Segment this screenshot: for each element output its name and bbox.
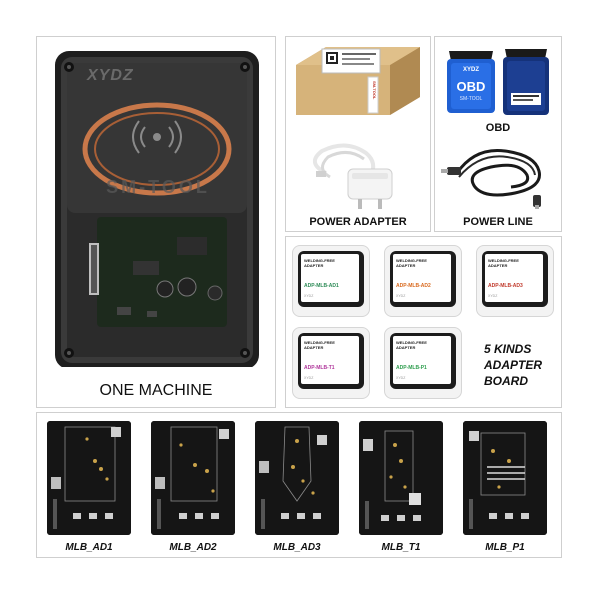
machine-panel: XYDZ SM-TOOL ONE MACHINE — [36, 36, 276, 408]
box-seal-text: SM-TOOL — [372, 81, 377, 100]
board-label: MLB_P1 — [485, 542, 525, 553]
power-adapter-caption: POWER ADAPTER — [309, 216, 407, 228]
board-photo — [255, 421, 339, 535]
obd-name: OBD — [456, 79, 486, 94]
adapter-code: ADP-MLB-P1 — [396, 365, 427, 371]
board-photo — [463, 421, 547, 535]
board-photo — [151, 421, 235, 535]
adapters-caption: 5 KINDS ADAPTER BOARD — [484, 342, 543, 388]
power-adapter-panel: SM-TOOL POWER ADAPTER — [285, 36, 431, 232]
power-line-caption: POWER LINE — [463, 216, 533, 228]
machine-model-text: SM-TOOL — [106, 177, 210, 197]
adapter-code: ADP-MLB-AD2 — [396, 283, 431, 289]
obd-caption: OBD — [485, 122, 511, 134]
board-label: MLB_T1 — [381, 542, 421, 553]
obd-brand: XYDZ — [462, 67, 479, 73]
obd-panel: XYDZ OBD SM-TOOL OBD POWER LINE — [434, 36, 562, 232]
obd-sub: SM-TOOL — [459, 96, 483, 102]
machine-caption: ONE MACHINE — [99, 382, 213, 399]
board-label: MLB_AD3 — [273, 542, 321, 553]
board-photo — [359, 421, 443, 535]
adapter-code: ADP-MLB-AD1 — [304, 283, 339, 289]
adapter-code: ADP-MLB-AD3 — [488, 283, 523, 289]
machine-photo — [55, 51, 259, 367]
machine-logo: XYDZ — [87, 67, 134, 84]
power-line-photo — [441, 148, 541, 209]
board-label: MLB_AD2 — [169, 542, 217, 553]
adapter-code: ADP-MLB-T1 — [304, 365, 335, 371]
box-photo — [296, 47, 420, 115]
board-photo — [47, 421, 131, 535]
boards-panel: MLB_AD1 MLB_AD2 MLB_AD3 MLB_T1 — [36, 412, 562, 558]
power-adapter-photo — [313, 143, 393, 209]
obd-photo — [447, 49, 549, 115]
board-label: MLB_AD1 — [65, 542, 113, 553]
